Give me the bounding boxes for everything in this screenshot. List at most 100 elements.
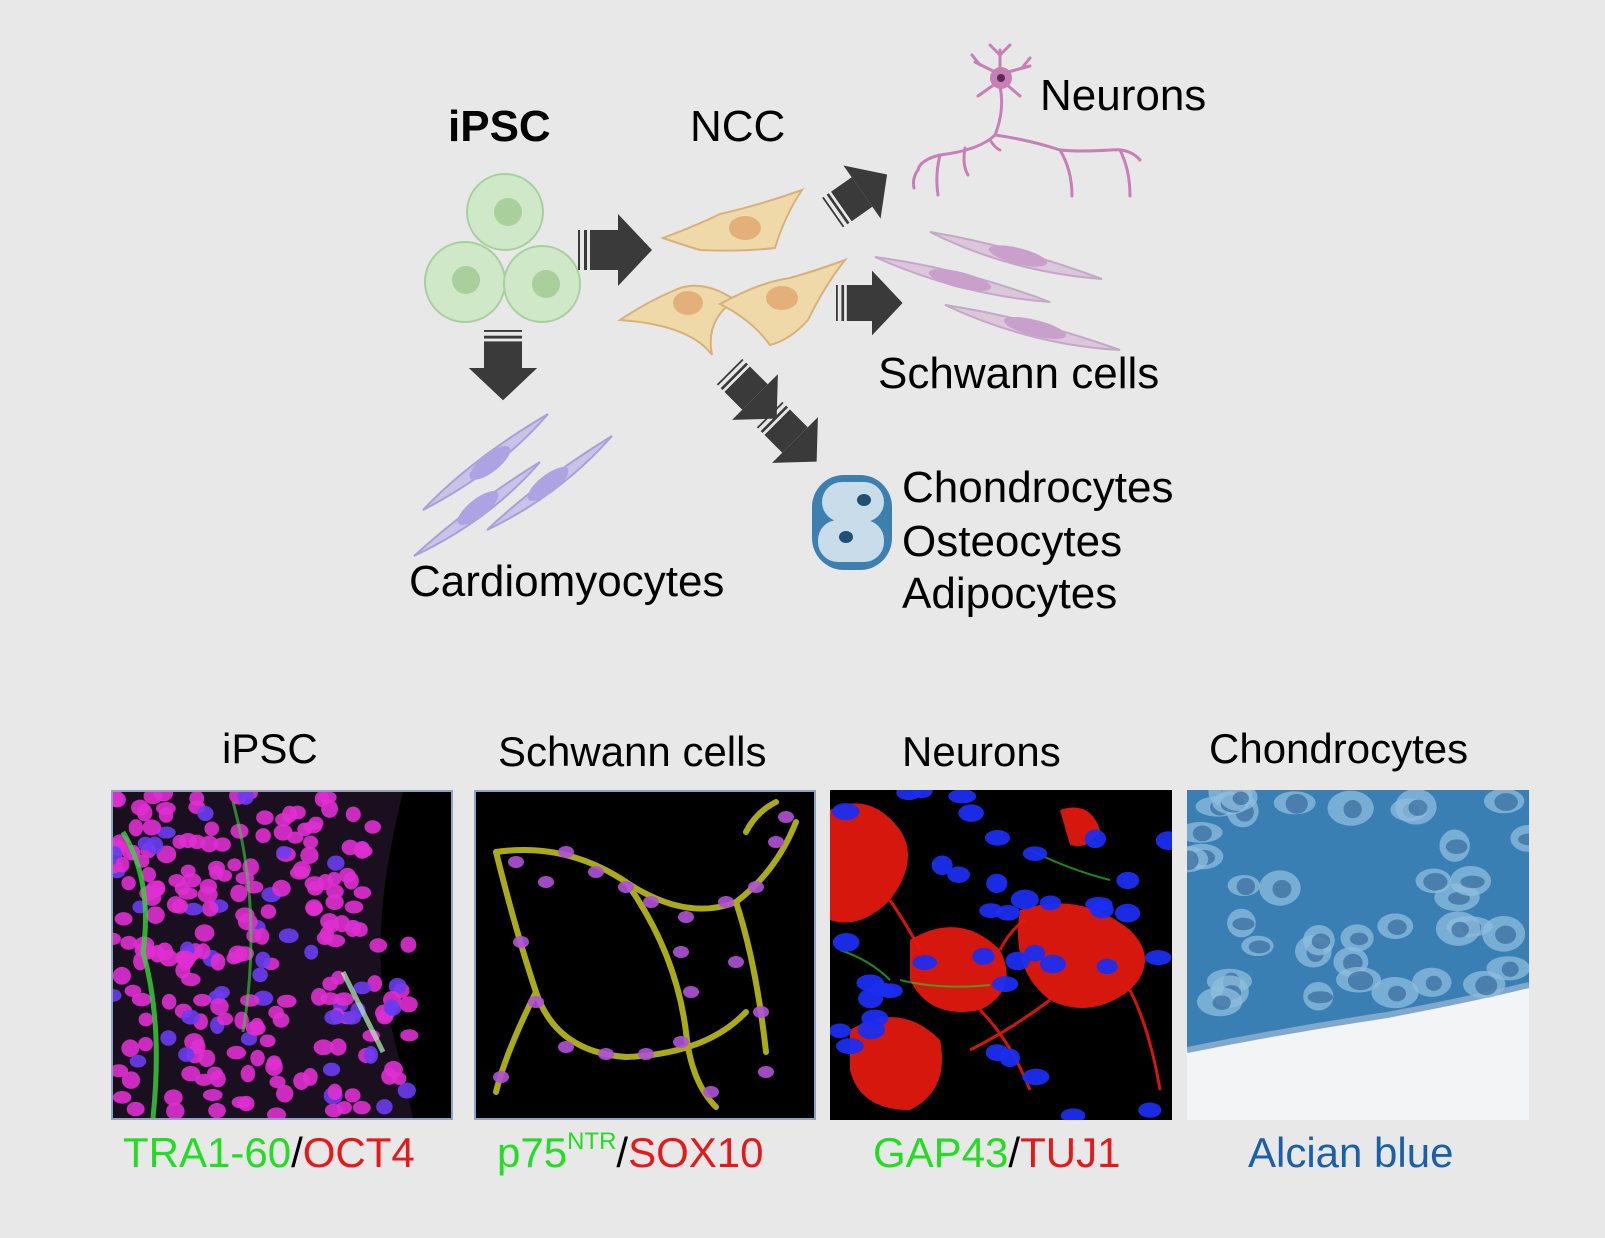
lacuna-cell	[1408, 800, 1427, 816]
nucleus	[138, 1037, 153, 1051]
nucleus	[343, 1011, 361, 1025]
nucleus	[203, 1089, 223, 1101]
nucleus	[130, 1055, 147, 1068]
nucleus	[972, 948, 994, 965]
nucleus	[181, 1066, 200, 1081]
nucleus	[197, 806, 213, 821]
nucleus	[241, 1065, 256, 1082]
nucleus	[986, 874, 1007, 893]
panel-title-chondrocytes: Chondrocytes	[1209, 728, 1468, 770]
nucleus	[139, 1013, 154, 1027]
nucleus	[508, 856, 524, 868]
nucleus	[305, 899, 322, 916]
nucleus	[178, 1047, 194, 1062]
nucleus	[1022, 1069, 1049, 1085]
nucleus	[538, 876, 554, 888]
nucleus	[1011, 890, 1039, 910]
panel-title-ipsc: iPSC	[222, 728, 318, 770]
panel-title-neurons: Neurons	[902, 731, 1061, 773]
neuron-icon	[914, 45, 1141, 196]
nucleus	[673, 946, 689, 958]
lacuna-cell	[1237, 878, 1255, 895]
lacuna-cell	[1348, 971, 1373, 990]
nucleus	[958, 804, 984, 821]
arrow-icon	[469, 330, 537, 400]
cardiomyocytes-icon	[414, 414, 612, 556]
nucleus	[673, 1036, 689, 1048]
lacuna-cell	[1232, 918, 1254, 930]
nucleus	[513, 936, 529, 948]
nucleus	[282, 806, 297, 823]
nucleus	[256, 810, 274, 824]
nucleus	[164, 1089, 183, 1105]
nucleus	[1116, 872, 1139, 889]
nucleus	[214, 986, 230, 999]
nucleus	[232, 1096, 251, 1108]
nucleus	[528, 996, 544, 1008]
nucleus	[160, 1030, 176, 1045]
nucleus	[147, 837, 164, 854]
stain-label-neurons: GAP43/TUJ1	[873, 1132, 1120, 1174]
schwann-cells-icon	[875, 232, 1120, 350]
nucleus	[273, 1013, 290, 1028]
nucleus	[384, 1002, 401, 1016]
lacuna-cell	[1193, 826, 1212, 842]
nucleus	[328, 1084, 343, 1100]
nucleus	[265, 1058, 283, 1076]
lacuna-cell	[1502, 962, 1519, 977]
nucleus	[364, 1046, 378, 1064]
nucleus	[353, 981, 371, 994]
nucleus	[354, 845, 373, 857]
osteocytes-label: Osteocytes	[902, 520, 1122, 564]
nucleus	[398, 1082, 416, 1098]
lacuna-cell	[1460, 876, 1484, 889]
nucleus	[151, 880, 165, 896]
nucleus	[303, 821, 322, 833]
nucleus	[728, 956, 744, 968]
nucleus	[986, 1044, 1009, 1061]
nucleus	[202, 900, 218, 916]
nucleus	[162, 994, 177, 1010]
nucleus	[1090, 901, 1114, 918]
nucleus	[992, 976, 1018, 992]
nucleus	[878, 983, 903, 998]
nucleus	[115, 857, 129, 872]
nucleus	[399, 996, 417, 1012]
nucleus	[768, 836, 784, 848]
nucleus	[142, 819, 161, 835]
lacuna-cell	[1475, 976, 1497, 996]
arrow-icon	[836, 271, 903, 336]
nucleus	[238, 913, 258, 930]
ipsc-cells-icon	[425, 174, 580, 322]
nucleus	[323, 920, 339, 933]
nucleus	[364, 820, 381, 833]
nucleus	[173, 835, 187, 849]
nucleus	[113, 1091, 131, 1104]
nucleus	[836, 1038, 864, 1054]
nucleus	[214, 837, 231, 851]
nucleus	[352, 922, 368, 937]
nucleus	[1097, 959, 1118, 974]
nucleus	[227, 858, 241, 871]
nucleus	[1115, 904, 1140, 923]
nucleus	[227, 1046, 246, 1059]
nucleus	[830, 1024, 851, 1039]
lacuna-cell	[1249, 940, 1271, 953]
nucleus	[210, 1071, 226, 1088]
nucleus	[311, 988, 327, 1006]
nucleus	[345, 1088, 361, 1102]
stain-label-chondrocytes: Alcian blue	[1248, 1132, 1453, 1174]
nucleus	[127, 1102, 145, 1116]
nucleus	[1006, 952, 1030, 971]
nucleus	[115, 912, 133, 925]
nucleus	[200, 879, 217, 894]
nucleus	[354, 886, 372, 899]
lacuna-cell	[1426, 976, 1442, 991]
nucleus	[260, 1035, 276, 1048]
nucleus	[230, 885, 247, 902]
lacuna-cell	[1446, 839, 1468, 854]
nucleus	[193, 994, 211, 1007]
nucleus	[598, 1048, 614, 1060]
nucleus	[643, 896, 659, 908]
nucleus	[303, 1068, 318, 1086]
